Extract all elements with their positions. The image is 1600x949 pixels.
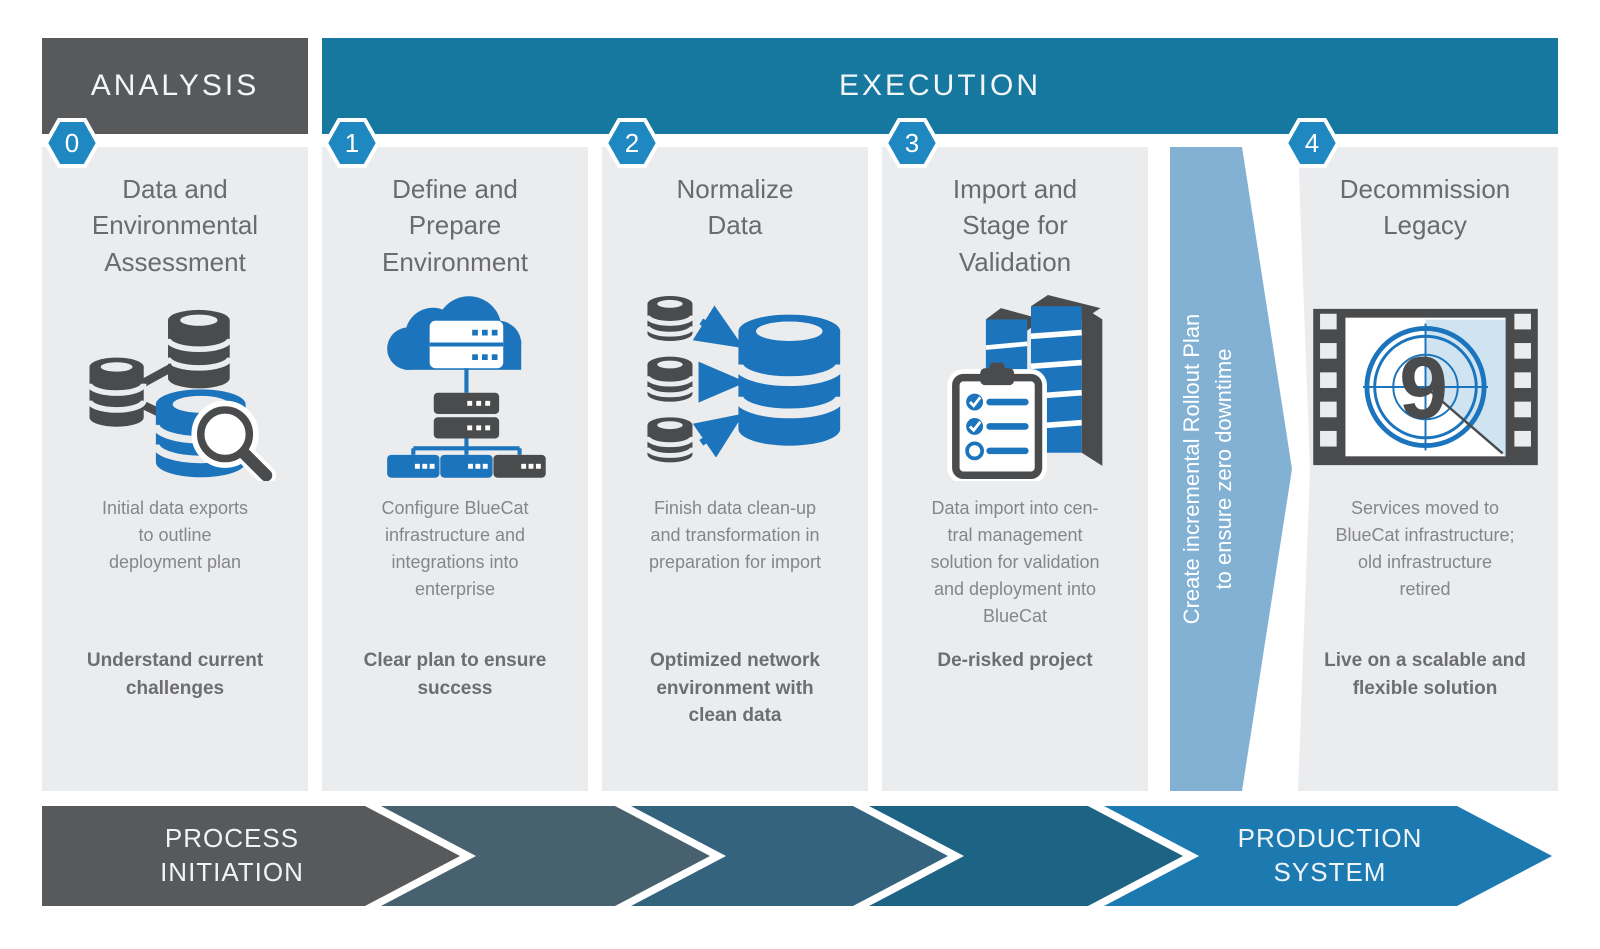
rollout-arrow [1170,147,1292,791]
chevron-segment-4 [869,806,1183,906]
edge-servers [387,454,546,478]
source-databases [644,296,695,463]
step-1-number: 1 [345,128,359,158]
step-0-number: 0 [65,128,79,158]
step-4-number: 4 [1305,128,1319,158]
chevron-segment-5 [1104,806,1552,906]
step-2-outcome: Optimized network environment with clean… [650,650,820,727]
connector-line [141,362,175,387]
step-3-title: Import and Stage for Validation [952,174,1078,277]
cloud-server-network-icon [387,296,546,478]
step-panel-2: Normalize Data [602,147,868,791]
film-sprocket-holes [1319,313,1531,447]
data-merge-icon [644,296,845,463]
step-1-title: Define and Prepare Environment [382,174,528,277]
step-2-description: Finish data clean-up and transformation … [648,498,822,572]
timeline-chevron-bar [42,806,1552,906]
step-0-outcome: Understand current challenges [86,650,264,699]
step-3-outcome: De-risked project [937,650,1093,671]
network-lines [411,438,522,455]
step-panel-3: Import and Stage for Validation [882,147,1148,791]
cloud-server [429,320,504,369]
step-3-number: 3 [905,128,919,158]
step-3-hexagon: 3 [883,118,941,168]
step-0-description: Initial data exports to outline deployme… [101,498,249,572]
step-1-description: Configure BlueCat infrastructure and int… [381,498,529,599]
process-initiation-label: PROCESS INITIATION [160,823,304,887]
execution-header-bar: EXECUTION [322,38,1558,134]
countdown-number: 9 [1399,338,1448,437]
step-0-title: Data and Environmental Assessment [91,174,259,277]
step-panel-0: Data and Environmental Assessment [42,147,308,791]
step-2-title: Normalize Data [676,174,794,241]
step-2-hexagon: 2 [603,118,661,168]
countdown-hand [1424,386,1503,455]
film-countdown-icon: 9 [1312,308,1538,466]
chevron-segment-1 [42,806,460,906]
database-cylinder-gray-left [86,357,147,427]
databases-magnifier-icon [86,309,276,481]
step-0-hexagon: 0 [43,118,101,168]
database-cylinder-gray-top [164,309,233,388]
step-4-title: Decommission Legacy [1339,174,1511,241]
execution-header-label: EXECUTION [838,69,1042,102]
checklist-servers-icon [947,294,1103,481]
step-3-description: Data import into cen- tral management so… [930,498,1100,626]
analysis-header-bar: ANALYSIS [42,38,308,134]
rollout-arrow-label: Create incremental Rollout Plan to ensur… [1179,313,1236,625]
production-system-label: PRODUCTION SYSTEM [1237,823,1423,887]
step-panel-1: Define and Prepare Environment [322,147,588,791]
analysis-header-label: ANALYSIS [90,69,260,102]
core-server [433,392,500,439]
step-4-description: Services moved to BlueCat infrastructure… [1335,498,1515,599]
chevron-segment-3 [631,806,948,906]
target-database [733,314,845,446]
chevron-segment-2 [381,806,710,906]
merge-arrows [692,305,746,458]
step-4-outcome: Live on a scalable and flexible solution [1324,650,1526,699]
step-4-hexagon: 4 [1283,118,1341,168]
magnifier-icon [190,400,276,481]
checklist-clipboard [947,362,1047,481]
step-1-outcome: Clear plan to ensure success [363,650,547,699]
step-1-hexagon: 1 [323,118,381,168]
step-2-number: 2 [625,128,639,158]
step-panel-4: Decommission Legacy 9 [1298,147,1558,791]
